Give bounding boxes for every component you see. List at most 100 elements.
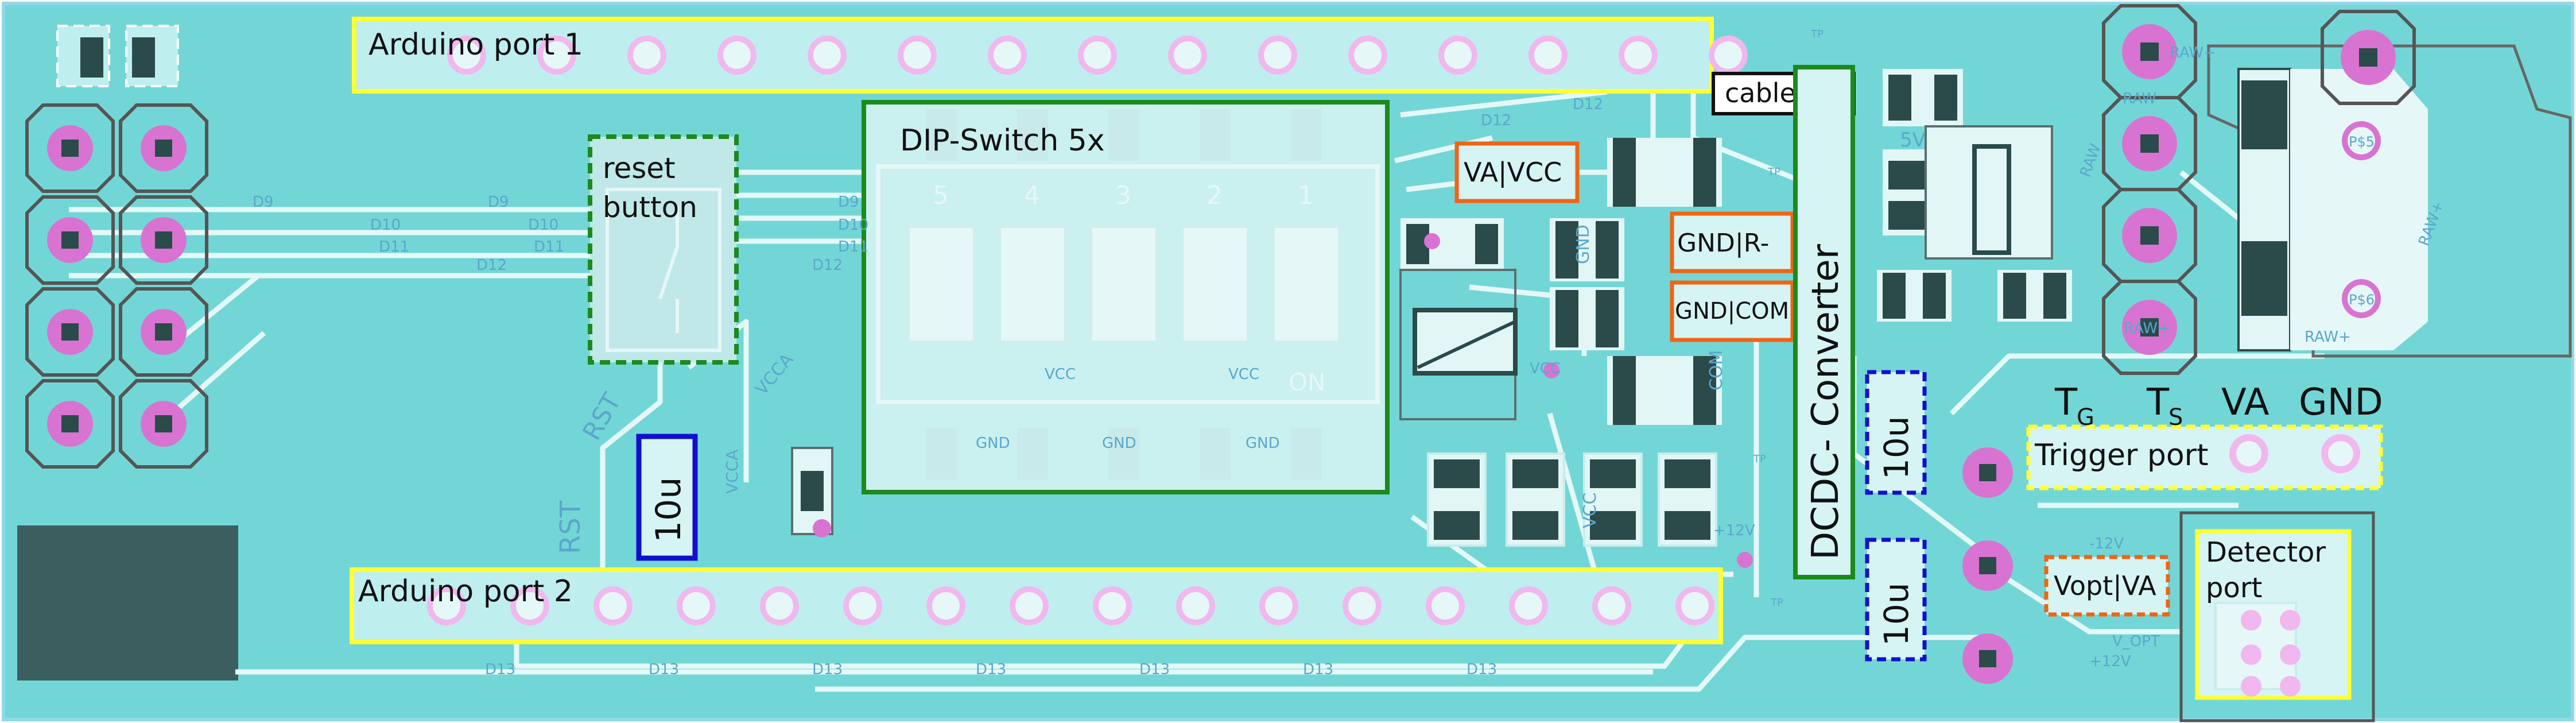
arduino-port-1-label: Arduino port 1 bbox=[368, 28, 583, 62]
smd-cap-pad bbox=[1434, 459, 1480, 488]
silk-vopt: V_OPT bbox=[2112, 633, 2160, 650]
header-pin-hole bbox=[1598, 592, 1625, 620]
silk-tp: TP bbox=[1770, 597, 1783, 609]
header-pin-hole bbox=[766, 592, 793, 620]
smd-cap-pad bbox=[1665, 511, 1710, 540]
connector-pad-hole bbox=[155, 415, 172, 432]
silk-d10: D10 bbox=[370, 216, 401, 234]
power-pin-hole bbox=[2140, 318, 2159, 337]
header-pin-hole bbox=[1264, 41, 1291, 69]
header-pin-hole bbox=[1515, 592, 1542, 620]
dip-slot bbox=[907, 226, 975, 343]
header-pin-hole bbox=[903, 41, 931, 69]
smd-cap-pad bbox=[1665, 459, 1710, 488]
tg-label-main: T bbox=[2054, 381, 2078, 424]
left-pin-connector bbox=[25, 103, 208, 469]
tg-label-sub: G bbox=[2077, 404, 2094, 431]
header-pin-hole bbox=[1431, 592, 1459, 620]
silk-vcc: VCC bbox=[1228, 366, 1259, 383]
dip-pin bbox=[1017, 428, 1048, 480]
regulator-area: P$5 P$6 bbox=[1877, 44, 2572, 358]
connector-outline bbox=[119, 379, 208, 469]
connector-outline bbox=[25, 195, 115, 285]
top-left-capacitor bbox=[56, 25, 179, 87]
dip-pin bbox=[1108, 428, 1139, 480]
silk-d12: D12 bbox=[1481, 112, 1511, 129]
silk-com: COM bbox=[1706, 350, 1727, 391]
connector-pad-hole bbox=[155, 140, 172, 157]
power-pin-outline bbox=[2321, 10, 2416, 105]
dcdc-converter: DCDC- Converter bbox=[1793, 65, 1855, 579]
dip-number: 5 bbox=[933, 181, 949, 210]
dip-slot bbox=[1090, 226, 1158, 343]
header-pin-hole bbox=[433, 592, 460, 620]
right-power-header bbox=[2102, 4, 2416, 375]
connector-pad-hole bbox=[61, 231, 79, 249]
gnd-r-label: GND|R- bbox=[1677, 229, 1769, 258]
silk-d10: D10 bbox=[528, 216, 558, 234]
dip-pin bbox=[926, 428, 957, 480]
reset-label-line2: button bbox=[603, 191, 697, 224]
ts-label-sub: S bbox=[2168, 404, 2183, 431]
cap-10u-left: 10u bbox=[636, 434, 698, 561]
silk-vcca: VCCA bbox=[723, 450, 742, 494]
header-pin-hole bbox=[813, 41, 841, 69]
header-pin-hole bbox=[849, 592, 876, 620]
smd-cap-pad bbox=[1590, 511, 1636, 540]
silk-tp: TP bbox=[1753, 453, 1766, 465]
silk-d13: D13 bbox=[1467, 661, 1497, 678]
dip-number: 3 bbox=[1115, 181, 1131, 210]
silk-raw-plus: RAW+ bbox=[2124, 320, 2170, 337]
connector-pad-hole bbox=[61, 140, 79, 157]
silk-vcc: VCC bbox=[1045, 366, 1076, 383]
detector-label-line2: port bbox=[2206, 572, 2262, 604]
gnd-pin-label: GND bbox=[2299, 381, 2383, 424]
ts-label-main: T bbox=[2146, 381, 2170, 424]
reset-button: reset button bbox=[588, 134, 739, 365]
cap-10u-right-top-label: 10u bbox=[1877, 416, 1916, 480]
p45-label: P$5 bbox=[2349, 134, 2375, 150]
header-pin-hole bbox=[516, 592, 544, 620]
header-pin-hole bbox=[633, 41, 661, 69]
dip-pin bbox=[1200, 109, 1231, 161]
dip-pin bbox=[1291, 109, 1322, 161]
connector-pad-hole bbox=[61, 415, 79, 432]
header-pin-hole bbox=[543, 41, 571, 69]
smd-cap-pad bbox=[1434, 511, 1480, 540]
silk-d11: D11 bbox=[838, 238, 868, 256]
connector-pad-hole bbox=[155, 231, 172, 249]
header-pin-hole bbox=[453, 41, 480, 69]
cap-10u-left-label: 10u bbox=[649, 477, 689, 543]
header-pin-hole bbox=[994, 41, 1021, 69]
header-pin-hole bbox=[1624, 41, 1652, 69]
jumper-gnd-r: GND|R- bbox=[1670, 211, 1795, 273]
dip-slot bbox=[1181, 226, 1249, 343]
dcdc-output-pads bbox=[1962, 447, 2013, 684]
header-pin-hole bbox=[1534, 41, 1562, 69]
connector-outline bbox=[25, 103, 115, 193]
dark-copper-area bbox=[17, 525, 238, 681]
header-pin-hole bbox=[1444, 41, 1472, 69]
silk-d9: D9 bbox=[488, 194, 509, 211]
header-pin-hole bbox=[1714, 41, 1742, 69]
arduino-port-2-pins bbox=[427, 586, 1714, 625]
silk-tp: TP bbox=[1810, 28, 1824, 40]
cap-10u-right-bottom: 10u bbox=[1865, 538, 1927, 662]
connector-outline bbox=[25, 379, 115, 469]
silk-d12: D12 bbox=[812, 257, 843, 274]
dip-slot bbox=[1273, 226, 1340, 343]
header-pin-hole bbox=[1099, 592, 1126, 620]
jumper-gnd-com: GND|COM bbox=[1670, 280, 1795, 342]
dip-pin bbox=[926, 109, 957, 161]
header-pin-hole bbox=[1084, 41, 1111, 69]
header-pin-hole bbox=[1174, 41, 1201, 69]
silk-raw: RAW bbox=[2123, 90, 2156, 107]
dip-slot bbox=[999, 226, 1066, 343]
silk-d13: D13 bbox=[976, 661, 1006, 678]
power-pin-hole bbox=[2140, 42, 2159, 61]
silk-plus12v: +12V bbox=[1713, 522, 1755, 539]
silk-raw-plus: RAW+ bbox=[2305, 328, 2351, 346]
